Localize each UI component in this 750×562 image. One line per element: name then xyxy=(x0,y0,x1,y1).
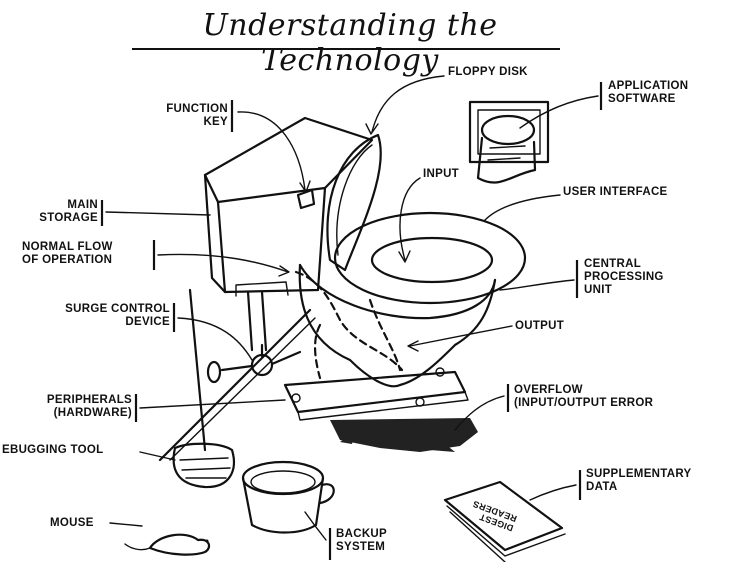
leader-debugging xyxy=(139,451,176,461)
toilet-seat xyxy=(333,211,527,305)
label-input: INPUT xyxy=(423,168,459,180)
toilet-bowl xyxy=(298,263,497,388)
leader-surge xyxy=(177,317,253,361)
paper-holder xyxy=(468,100,550,164)
leader-normal-flow xyxy=(157,253,289,273)
label-normal-flow: NORMAL FLOW OF OPERATION xyxy=(22,241,113,266)
label-overflow: OVERFLOW (INPUT/OUTPUT ERROR xyxy=(514,384,654,409)
label-function-key: FUNCTION KEY xyxy=(166,103,228,128)
label-user-interface: USER INTERFACE xyxy=(563,186,668,198)
label-supplementary-data: SUPPLEMENTARY DATA xyxy=(586,468,692,493)
leader-main-storage xyxy=(105,211,211,216)
flow-path xyxy=(294,270,404,372)
leader-cpu xyxy=(499,279,575,291)
leader-user-interface xyxy=(484,194,561,221)
label-main-storage: MAIN STORAGE xyxy=(39,199,98,224)
leader-floppy xyxy=(371,75,445,133)
book xyxy=(443,480,564,552)
label-backup-system: BACKUP SYSTEM xyxy=(336,528,387,553)
leader-output xyxy=(409,325,513,347)
toilet-tank xyxy=(203,116,374,294)
leader-backup xyxy=(304,511,327,541)
label-mouse: MOUSE xyxy=(50,517,94,529)
label-application-software: APPLICATION SOFTWARE xyxy=(608,80,689,105)
leader-overflow xyxy=(454,395,505,431)
leader-supplementary xyxy=(529,484,577,501)
label-output: OUTPUT xyxy=(515,320,565,332)
toilet-lid xyxy=(326,133,382,272)
plunger-handle xyxy=(188,288,207,452)
plunger-head xyxy=(172,442,235,489)
label-peripherals: PERIPHERALS (HARDWARE) xyxy=(46,394,132,419)
backup-bucket xyxy=(241,460,325,496)
floor-edge xyxy=(158,308,312,462)
leader-peripherals xyxy=(139,399,286,409)
toilet-base xyxy=(283,370,467,414)
label-cpu: CENTRAL PROCESSING UNIT xyxy=(584,258,664,296)
title-underline xyxy=(132,48,560,50)
paper-roll xyxy=(480,114,536,146)
leader-input xyxy=(399,177,421,261)
label-surge-control: SURGE CONTROL DEVICE xyxy=(65,303,170,328)
label-debugging-tool: EBUGGING TOOL xyxy=(2,444,104,456)
function-key-handle xyxy=(296,188,316,210)
leader-mouse xyxy=(109,522,143,527)
label-floppy-disk: FLOPPY DISK xyxy=(448,66,528,78)
mouse-animal xyxy=(148,533,211,556)
leader-function-key xyxy=(237,111,306,191)
leader-application xyxy=(519,95,599,129)
